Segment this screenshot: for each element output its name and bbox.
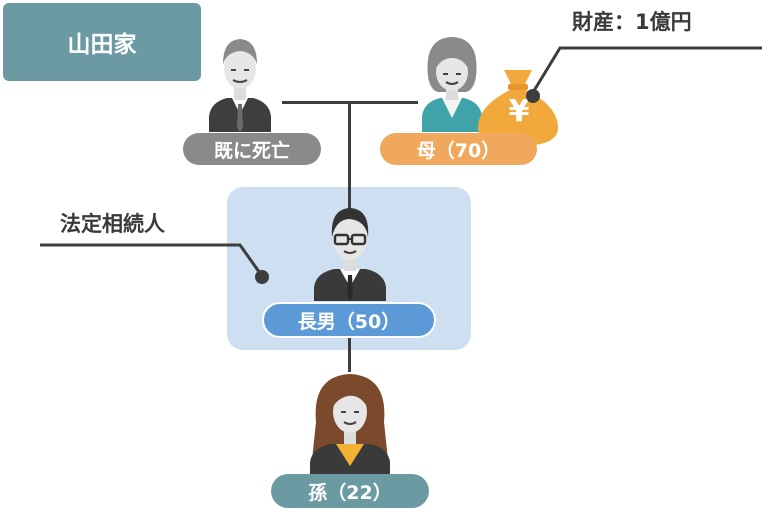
mother-avatar [422, 37, 482, 132]
grandchild-avatar [310, 374, 390, 474]
asset-callout-dot [526, 89, 540, 103]
deceased-father-label: 既に死亡 [183, 133, 321, 165]
asset-callout-line [530, 46, 762, 95]
deceased-father-avatar [209, 39, 271, 132]
yen-symbol: ¥ [508, 94, 530, 129]
family-name-tag: 山田家 [3, 3, 201, 81]
son-to-grandchild-line [348, 336, 351, 372]
heir-callout-line [40, 243, 264, 277]
mother-label: 母（70） [380, 133, 537, 165]
heir-callout-dot [255, 270, 269, 284]
eldest-son-label: 長男（50） [262, 302, 436, 338]
eldest-son-avatar [314, 208, 386, 301]
grandchild-label: 孫（22） [271, 474, 429, 508]
heir-callout-text: 法定相続人 [60, 212, 165, 236]
parent-to-son-line [348, 101, 351, 211]
asset-callout-text: 財産：1億円 [572, 10, 692, 34]
money-bag-icon [478, 70, 558, 146]
